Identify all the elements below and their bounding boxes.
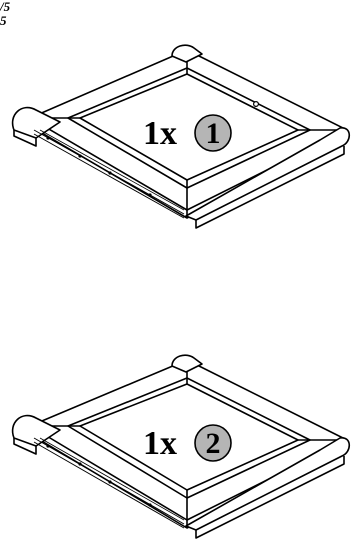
page-fraction-line1: /5 <box>0 0 11 14</box>
screw-dots <box>46 136 152 197</box>
part-number-2: 2 <box>206 427 221 460</box>
quantity-label-1: 1x <box>143 115 177 152</box>
panel-illustration-1: 1x 1 <box>11 44 351 229</box>
panel-illustration-2: 1x 2 <box>11 354 351 539</box>
panel-frame-drawing <box>11 354 351 539</box>
part-number-1: 1 <box>206 117 221 150</box>
screw-dots <box>46 444 152 507</box>
page-fraction-line2: 5 <box>0 13 7 28</box>
panel-frame-drawing <box>11 44 351 229</box>
part-number-badge-2 <box>194 424 232 462</box>
hole-icon <box>253 100 260 107</box>
quantity-label-2: 1x <box>143 425 177 462</box>
page-fraction-label: /5 5 <box>0 0 10 28</box>
part-number-badge-1 <box>194 114 232 152</box>
